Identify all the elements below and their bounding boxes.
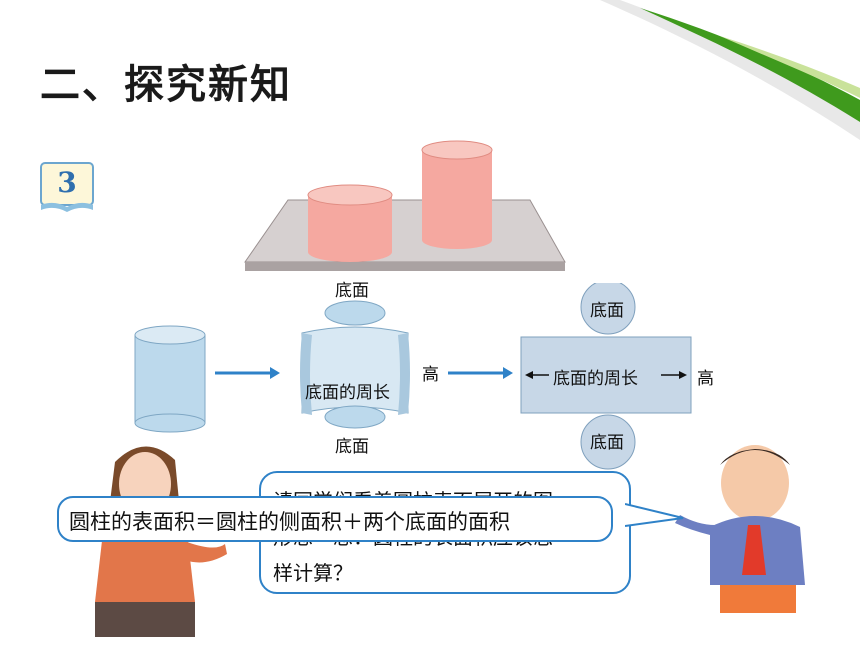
blue-cylinder xyxy=(134,325,206,433)
cylinder-lateral-label: 底面的周长 xyxy=(305,383,390,403)
answer-text: 圆柱的表面积＝圆柱的侧面积＋两个底面的面积 xyxy=(69,510,510,534)
cylinder-bottom-label: 底面 xyxy=(335,437,369,457)
book-icon xyxy=(40,162,94,212)
net-rectangle-label: 底面的周长 xyxy=(553,369,638,389)
answer-speech-bubble: 圆柱的表面积＝圆柱的侧面积＋两个底面的面积 xyxy=(57,496,613,542)
example-badge: 3 xyxy=(38,160,96,212)
decorative-swoosh xyxy=(600,0,860,140)
net-height-label: 高 xyxy=(697,369,714,389)
arrow-right-icon xyxy=(448,367,513,379)
page-title: 二、探究新知 xyxy=(40,62,292,108)
cylinders-on-board xyxy=(244,140,566,271)
cylinder-height-label: 高 xyxy=(422,365,439,385)
arrow-right-icon xyxy=(215,367,280,379)
question-text-line-3: 样计算？ xyxy=(273,561,353,585)
cylinder-net xyxy=(520,283,692,470)
student-illustration xyxy=(675,445,805,613)
unrolling-cylinder xyxy=(300,300,410,429)
net-bottom-circle-label: 底面 xyxy=(590,433,624,453)
net-top-circle-label: 底面 xyxy=(590,301,624,321)
example-number: 3 xyxy=(57,166,77,199)
question-bubble-tail xyxy=(625,503,684,527)
cylinder-top-label: 底面 xyxy=(335,281,369,301)
